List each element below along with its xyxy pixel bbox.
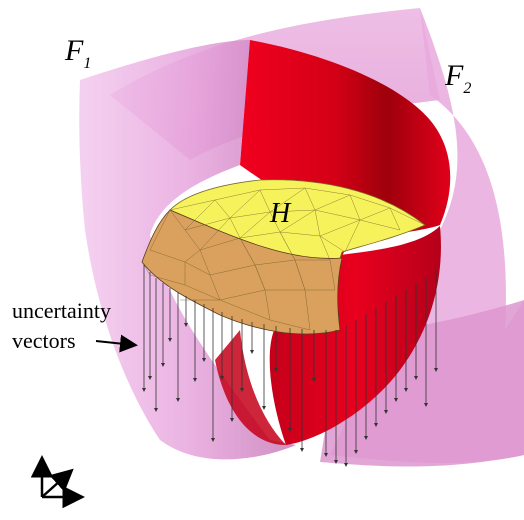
uncertainty-label-line1: uncertainty: [12, 298, 111, 323]
h-label: H: [269, 198, 292, 229]
uncertainty-label-line2: vectors: [12, 328, 76, 353]
f1-label: F1: [64, 34, 91, 72]
axes-triad-icon: [42, 460, 80, 497]
f2-label: F2: [444, 59, 471, 97]
